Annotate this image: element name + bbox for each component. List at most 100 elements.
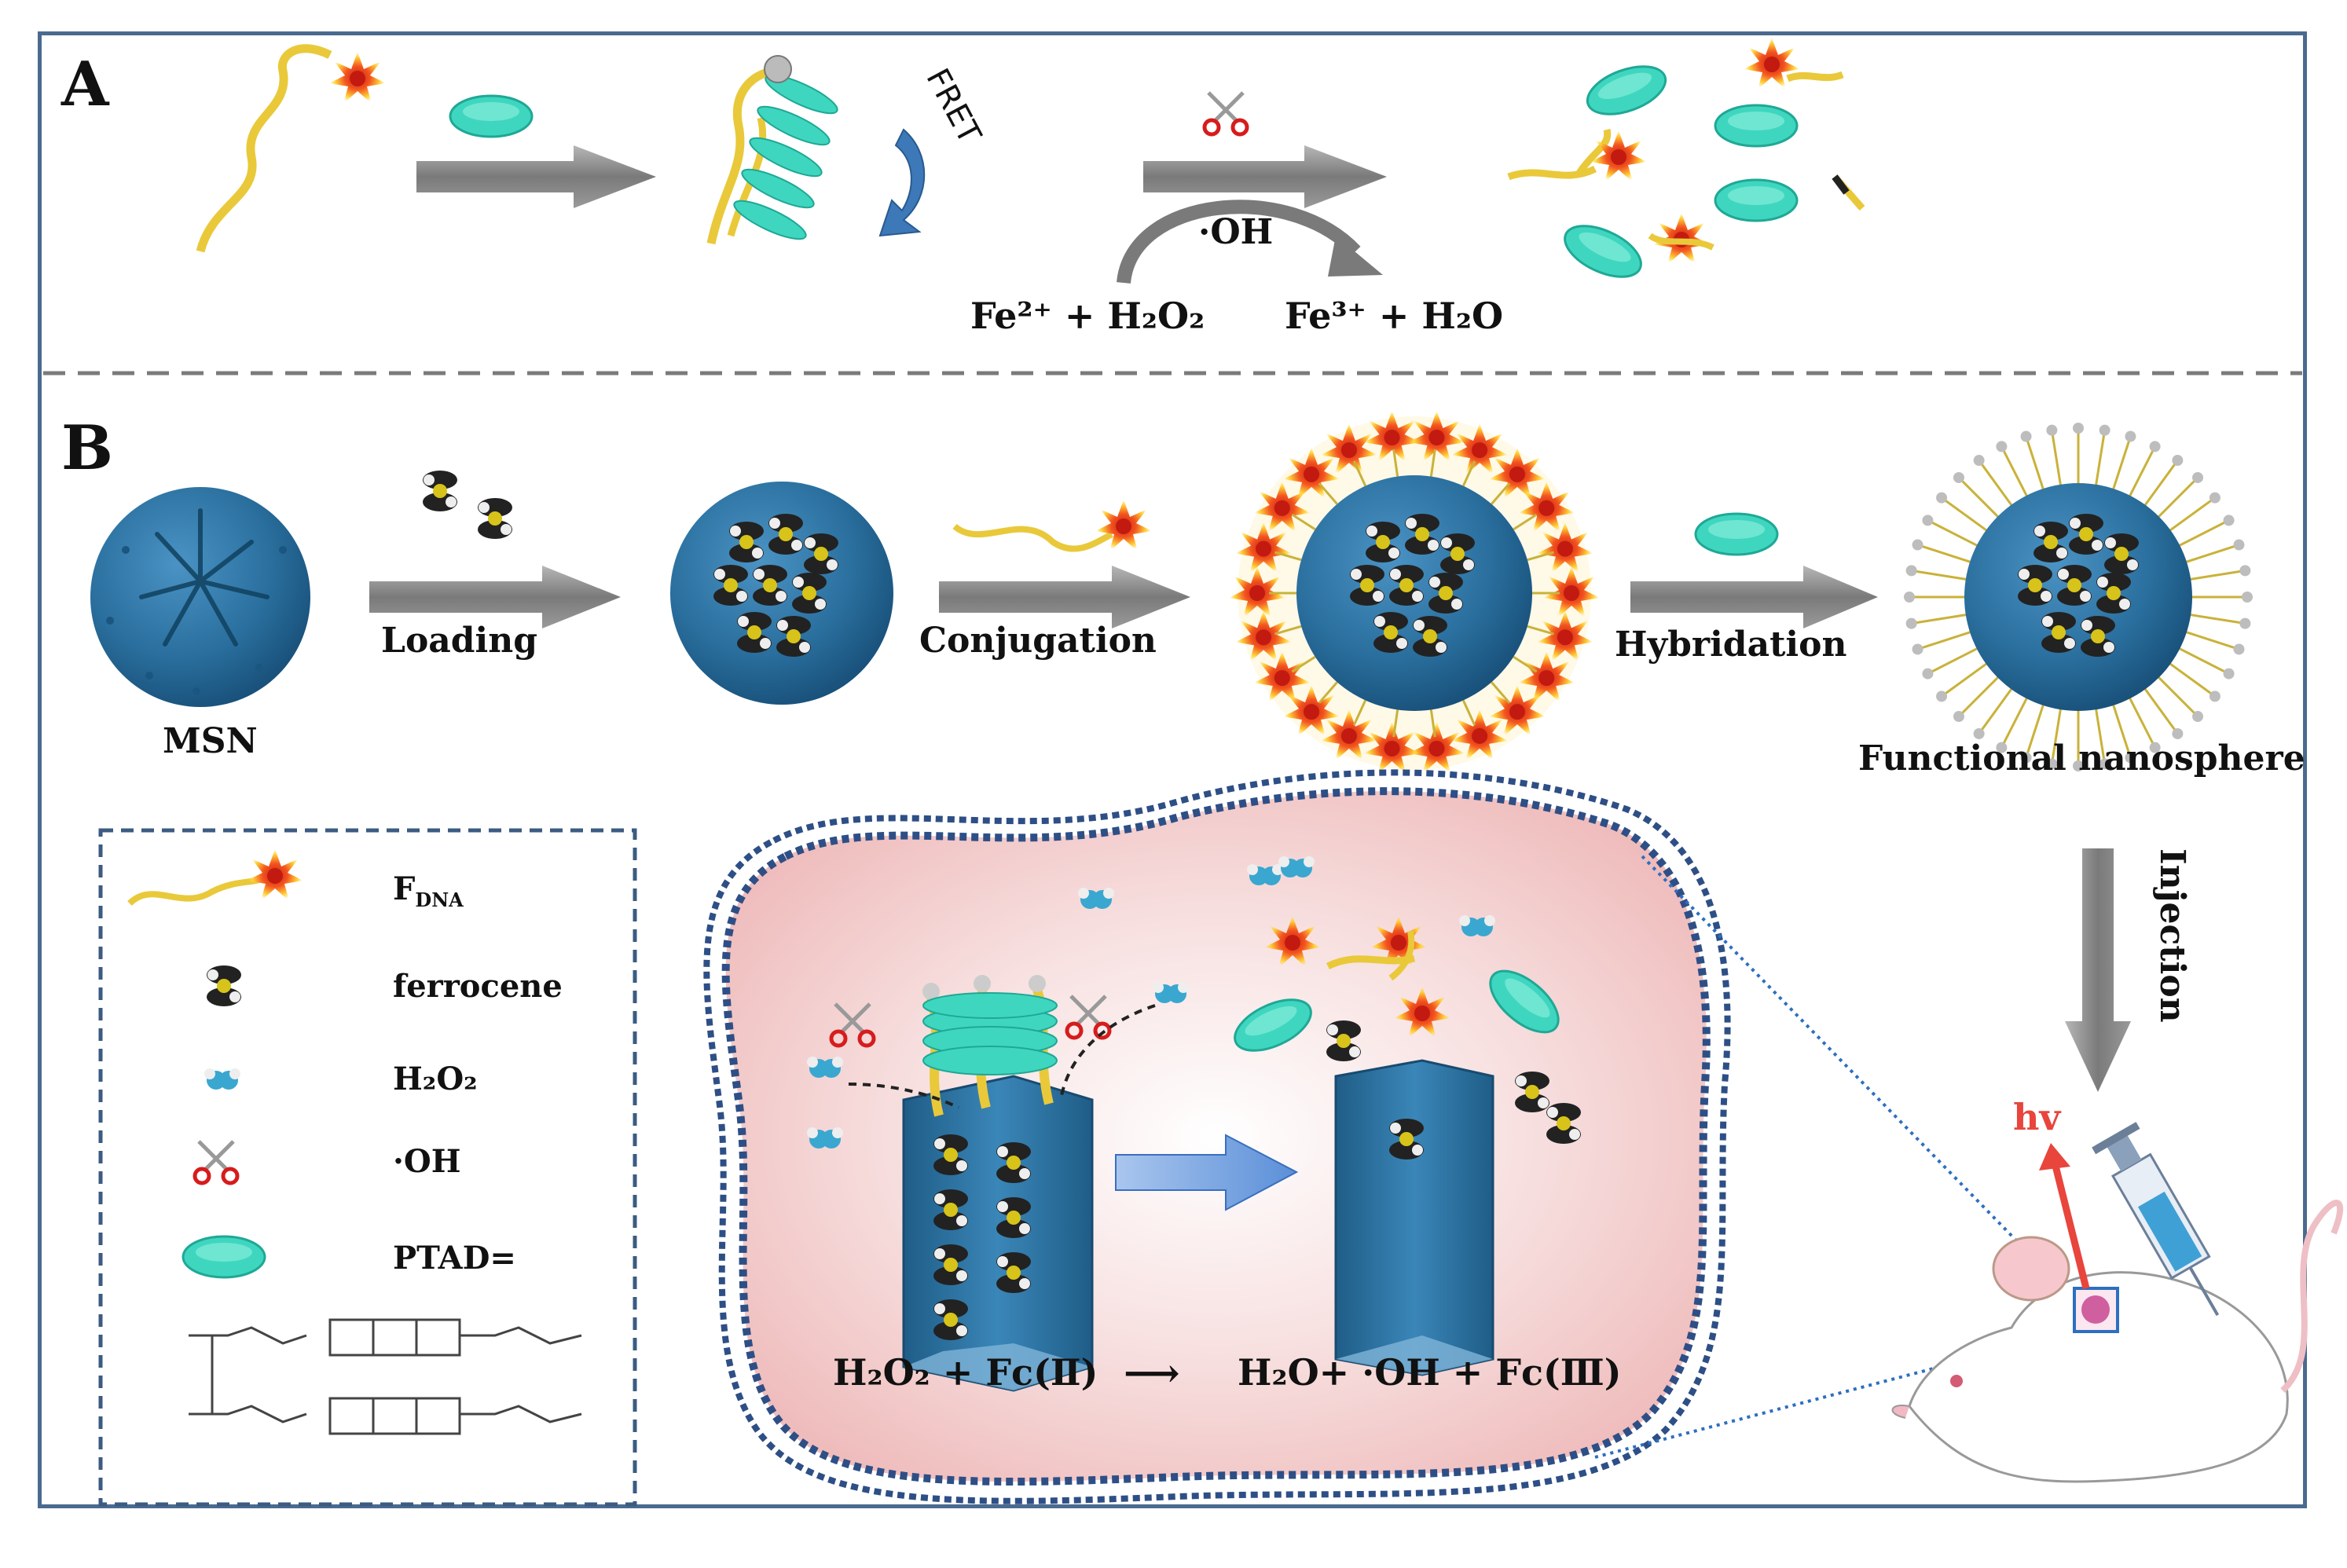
legend-ferrocene: ferrocene xyxy=(393,968,563,1005)
ring-dna-strand xyxy=(1461,699,1476,726)
step-conjugation: Conjugation xyxy=(919,621,1157,661)
nanosphere-dna-spoke xyxy=(2182,629,2239,650)
legend-oh: ·OH xyxy=(393,1143,461,1180)
reaction-left: H₂O₂ + Fc(Ⅱ) xyxy=(833,1351,1098,1394)
nanosphere-quencher-bead xyxy=(2046,758,2058,770)
reaction-right: H₂O+ ·OH + Fc(Ⅲ) xyxy=(1238,1351,1622,1394)
fe2-reaction: Fe²⁺ + H₂O₂ xyxy=(970,295,1205,337)
nanosphere-quencher-bead xyxy=(2239,565,2251,577)
nanosphere-quencher-bead xyxy=(1904,592,1915,603)
step-loading: Loading xyxy=(381,621,538,661)
ring-dna-strand xyxy=(1429,449,1436,477)
ring-dna-strand xyxy=(1513,513,1538,531)
step-hybridation: Hybridation xyxy=(1615,625,1847,665)
ring-dna-strand xyxy=(1274,551,1302,562)
nanosphere-dna-spoke xyxy=(1957,476,2002,521)
functional-nanosphere-label: Functional nanosphere xyxy=(1858,738,2305,779)
ring-dna-strand xyxy=(1318,482,1338,505)
ring-dna-strand xyxy=(1527,551,1554,562)
nanosphere-quencher-bead xyxy=(2149,441,2161,452)
nanosphere-dna-spoke xyxy=(2176,519,2230,548)
nanosphere-quencher-bead xyxy=(2192,711,2204,723)
nanosphere-dna-spoke xyxy=(2142,685,2179,735)
nanosphere-quencher-bead xyxy=(2223,668,2235,680)
nanosphere-dna-spoke xyxy=(1941,661,1990,698)
nanosphere-dna-spoke xyxy=(2110,436,2132,493)
figure-frame xyxy=(38,31,2307,1508)
oh-label-a: ·OH xyxy=(1198,212,1274,252)
nanosphere-dna-spoke xyxy=(2166,496,2216,533)
nanosphere-quencher-bead xyxy=(1996,441,2008,452)
ring-dna-strand xyxy=(1461,460,1476,487)
nanosphere-quencher-bead xyxy=(1905,565,1917,577)
nanosphere-dna-spoke xyxy=(2154,476,2199,521)
nanosphere-quencher-bead xyxy=(2209,691,2220,702)
nanosphere-dna-spoke xyxy=(2025,436,2046,493)
nanosphere-dna-spoke xyxy=(2000,694,2030,749)
nanosphere-dna-spoke xyxy=(2050,430,2063,489)
legend-fdna: FDNA xyxy=(393,870,464,911)
nanosphere-dna-spoke xyxy=(1941,496,1990,533)
nanosphere-quencher-bead xyxy=(2125,752,2136,764)
nanosphere-dna-spoke xyxy=(2142,460,2179,509)
nanosphere-dna-spoke xyxy=(2000,445,2030,500)
nanosphere-dna-spoke xyxy=(1917,544,1975,565)
nanosphere-quencher-bead xyxy=(1936,691,1948,702)
nanosphere-quencher-bead xyxy=(1905,617,1917,629)
panel-a-letter: A xyxy=(61,49,109,120)
ring-dna-strand xyxy=(1291,655,1316,673)
nanosphere-dna-spoke xyxy=(2094,430,2107,489)
nanosphere-quencher-bead xyxy=(2172,727,2184,739)
nanosphere-dna-spoke xyxy=(1978,685,2015,735)
ring-dna-strand xyxy=(1392,709,1399,738)
hv-label: hv xyxy=(2013,1096,2061,1138)
nanosphere-quencher-bead xyxy=(2149,742,2161,753)
nanosphere-quencher-bead xyxy=(2223,515,2235,526)
nanosphere-quencher-bead xyxy=(2125,430,2136,442)
nanosphere-dna-spoke xyxy=(2050,705,2063,764)
nanosphere-quencher-bead xyxy=(1973,727,1985,739)
nanosphere-quencher-bead xyxy=(2239,617,2251,629)
nanosphere-dna-spoke xyxy=(2110,701,2132,758)
nanosphere-quencher-bead xyxy=(2073,423,2084,434)
ring-dna-strand xyxy=(1318,681,1338,704)
nanosphere-quencher-bead xyxy=(2020,752,2032,764)
nanosphere-quencher-bead xyxy=(2209,492,2220,504)
nanosphere-quencher-bead xyxy=(1973,455,1985,467)
nanosphere-quencher-bead xyxy=(2099,758,2110,770)
nanosphere-dna-spoke xyxy=(2025,701,2046,758)
nanosphere-quencher-bead xyxy=(2046,424,2058,436)
ring-dna-strand xyxy=(1513,655,1538,673)
ring-dna-strand xyxy=(1352,699,1367,726)
nanosphere-quencher-bead xyxy=(2233,643,2245,655)
fe3-reaction: Fe³⁺ + H₂O xyxy=(1285,295,1504,337)
nanosphere-quencher-bead xyxy=(2073,760,2084,771)
ring-dna-strand xyxy=(1429,709,1436,738)
nanosphere-dna-spoke xyxy=(2127,694,2156,749)
nanosphere-quencher-bead xyxy=(2099,424,2110,436)
ring-dna-strand xyxy=(1392,449,1399,477)
panel-b-letter: B xyxy=(61,412,113,484)
nanosphere-dna-spoke xyxy=(1927,646,1981,675)
ring-dna-strand xyxy=(1491,681,1511,704)
msn-label: MSN xyxy=(163,721,258,761)
nanosphere-quencher-bead xyxy=(2192,471,2204,483)
nanosphere-dna-spoke xyxy=(2127,445,2156,500)
nanosphere-quencher-bead xyxy=(1922,515,1934,526)
nanosphere-quencher-bead xyxy=(1912,539,1923,551)
nanosphere-quencher-bead xyxy=(1953,471,1964,483)
legend-ptad: PTAD= xyxy=(393,1240,516,1277)
nanosphere-dna-spoke xyxy=(2166,661,2216,698)
ring-dna-strand xyxy=(1527,625,1554,636)
nanosphere-quencher-bead xyxy=(2233,539,2245,551)
nanosphere-dna-spoke xyxy=(1957,673,2002,718)
nanosphere-dna-spoke xyxy=(2187,613,2246,625)
nanosphere-quencher-bead xyxy=(1953,711,1964,723)
nanosphere-dna-spoke xyxy=(1911,569,1970,581)
nanosphere-quencher-bead xyxy=(1922,668,1934,680)
nanosphere-quencher-bead xyxy=(1936,492,1948,504)
nanosphere-dna-spoke xyxy=(1911,613,1970,625)
nanosphere-quencher-bead xyxy=(1996,742,2008,753)
ring-dna-strand xyxy=(1274,625,1302,636)
